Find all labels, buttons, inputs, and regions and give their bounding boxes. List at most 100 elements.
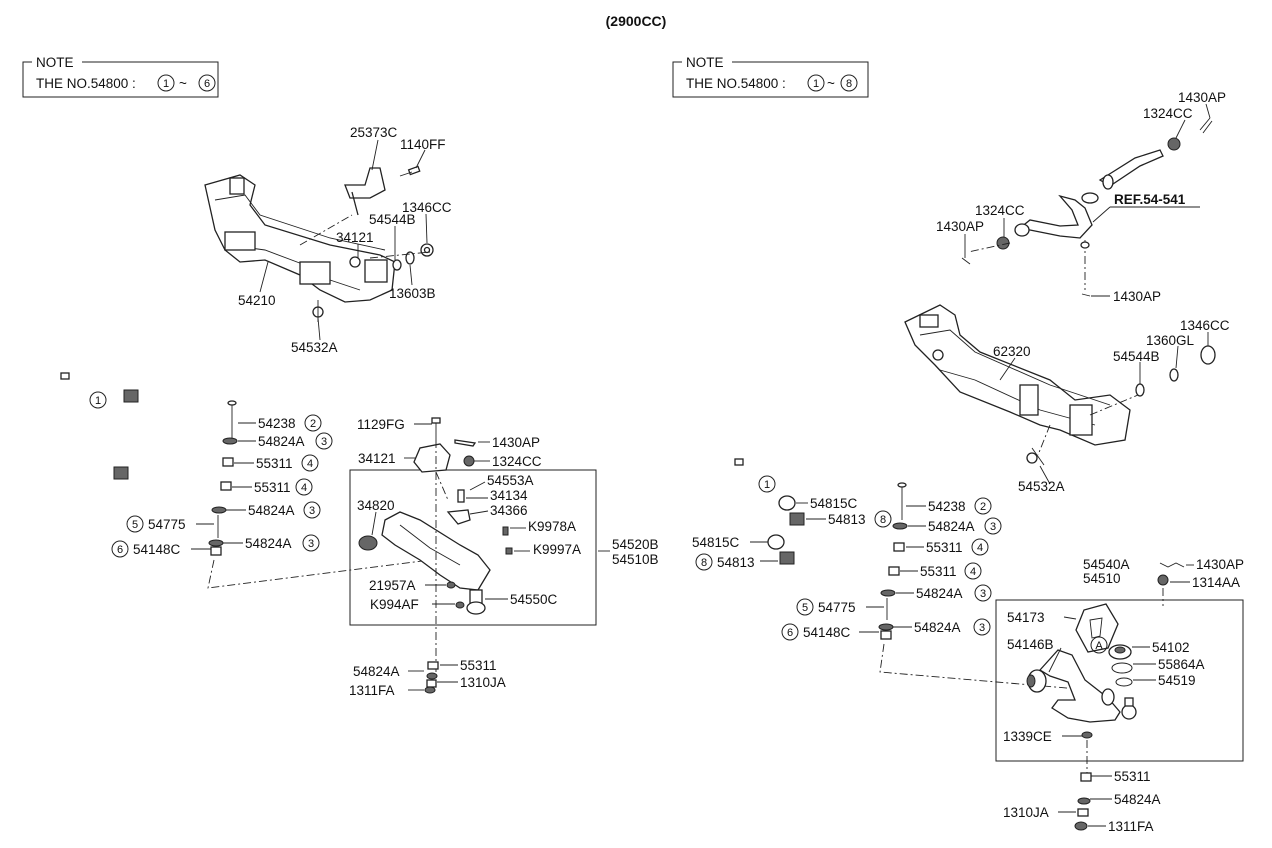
label-54824A-right-a: 54824A [928, 519, 975, 534]
right-crossmember-leaders [999, 332, 1209, 485]
label-1430AP-right-d: 1430AP [1196, 557, 1244, 572]
label-K994AF: K994AF [370, 597, 419, 612]
right-note-to: 8 [846, 78, 852, 90]
label-55311-right-a: 55311 [926, 540, 963, 555]
label-1311FA-left: 1311FA [349, 683, 395, 698]
label-55311-left-2: 55311 [254, 480, 291, 495]
label-1346CC-left: 1346CC [402, 200, 452, 215]
label-1314AA: 1314AA [1192, 575, 1240, 590]
left-lower-arm-labels: 1129FG 1430AP 34121 1324CC 54553A 34134 … [349, 417, 659, 698]
label-54238-left: 54238 [258, 416, 296, 431]
label-1140FF: 1140FF [400, 137, 446, 152]
label-34134: 34134 [490, 488, 528, 503]
label-55311-left-1: 55311 [256, 456, 293, 471]
label-K9978A: K9978A [528, 519, 576, 534]
right-crossmember-labels: 62320 1346CC 1360GL 54544B 54532A [993, 318, 1230, 494]
label-54824A-right-c: 54824A [914, 620, 961, 635]
left-stabilizer-labels: 54238 2 54824A 3 55311 4 55311 4 54824A … [111, 414, 333, 558]
right-circled-3b: 3 [980, 588, 986, 600]
right-crossmember-drawing [904, 304, 1216, 466]
label-54520B: 54520B [612, 537, 659, 552]
label-54540A: 54540A [1083, 557, 1130, 572]
left-circled-6: 6 [117, 544, 123, 556]
left-circled-4b: 4 [301, 482, 307, 494]
left-circled-3b: 3 [309, 505, 315, 517]
label-54824A-left-3: 54824A [245, 536, 292, 551]
label-54102: 54102 [1152, 640, 1190, 655]
left-circled-1: 1 [95, 395, 101, 407]
label-54550C: 54550C [510, 592, 558, 607]
left-crossmember-drawing [204, 165, 434, 322]
right-lower-arm-drawing: A [995, 562, 1244, 831]
label-34121-bottom: 34121 [358, 451, 396, 466]
label-62320: 62320 [993, 344, 1031, 359]
right-note-box: NOTE THE NO.54800 : 1 ~ 8 [672, 55, 869, 98]
left-stabilizer-drawing: 1 [60, 372, 471, 589]
left-circled-4a: 4 [307, 458, 313, 470]
label-1430AP-right-b: 1430AP [936, 219, 984, 234]
label-54815C-right-a: 54815C [810, 496, 858, 511]
label-54553A: 54553A [487, 473, 534, 488]
right-circled-8b: 8 [701, 557, 707, 569]
label-54519: 54519 [1158, 673, 1196, 688]
left-crossmember-labels: 25373C 1140FF 1346CC 54544B 34121 13603B… [238, 125, 452, 355]
right-stabilizer-labels: 54815C 54238 2 54813 8 54824A 3 54815C 5… [692, 496, 1002, 641]
right-stabilizer-drawing: 1 [734, 458, 1091, 691]
label-1310JA-left: 1310JA [460, 675, 506, 690]
label-34366: 34366 [490, 503, 528, 518]
label-55311-right-b: 55311 [920, 564, 957, 579]
label-54510B: 54510B [612, 552, 659, 567]
label-25373C: 25373C [350, 125, 398, 140]
left-circled-3a: 3 [321, 436, 327, 448]
left-note-to: 6 [204, 78, 210, 90]
label-1324CC-left: 1324CC [492, 454, 542, 469]
label-1430AP-left: 1430AP [492, 435, 540, 450]
label-54775-right: 54775 [818, 600, 856, 615]
label-1430AP-right-c: 1430AP [1113, 289, 1161, 304]
label-1360GL: 1360GL [1146, 333, 1195, 348]
label-1310JA-right: 1310JA [1003, 805, 1049, 820]
left-note-tilde: ~ [179, 76, 187, 91]
left-lower-arm-leaders [371, 423, 610, 691]
label-54544B-left: 54544B [369, 212, 416, 227]
label-34820: 34820 [357, 498, 395, 513]
label-1346CC-right: 1346CC [1180, 318, 1230, 333]
label-54532A-right: 54532A [1018, 479, 1065, 494]
right-circled-6: 6 [787, 627, 793, 639]
label-55864A: 55864A [1158, 657, 1205, 672]
right-circled-2: 2 [980, 501, 986, 513]
left-note-from: 1 [163, 78, 169, 90]
label-54532A-left: 54532A [291, 340, 338, 355]
right-note-heading: NOTE [686, 55, 724, 70]
right-lower-arm-leaders [1048, 564, 1194, 827]
right-circled-3a: 3 [990, 521, 996, 533]
label-1324CC-right-b: 1324CC [975, 203, 1025, 218]
label-54510: 54510 [1083, 571, 1121, 586]
right-circled-5: 5 [802, 602, 808, 614]
right-circled-1: 1 [764, 479, 770, 491]
label-21957A: 21957A [369, 578, 416, 593]
label-54824A-left-2: 54824A [248, 503, 295, 518]
right-note-text: THE NO.54800 : [686, 76, 786, 91]
right-note-from: 1 [813, 78, 819, 90]
left-lower-arm-drawing [349, 417, 597, 694]
label-54148C-left: 54148C [133, 542, 181, 557]
diagram-title: (2900CC) [606, 13, 667, 29]
right-circled-4a: 4 [977, 542, 983, 554]
label-1430AP-right-a: 1430AP [1178, 90, 1226, 105]
label-54824A-right-d: 54824A [1114, 792, 1161, 807]
right-circled-3c: 3 [979, 622, 985, 634]
right-lower-arm-labels: 54540A 54510 1430AP 1314AA 54173 54146B … [1003, 557, 1244, 834]
right-stabilizer-leaders [750, 502, 926, 633]
left-note-heading: NOTE [36, 55, 74, 70]
right-upper-arm-labels: 1430AP 1324CC REF.54-541 1324CC 1430AP 1… [936, 90, 1226, 304]
label-13603B: 13603B [389, 286, 436, 301]
label-54815C-right-b: 54815C [692, 535, 740, 550]
left-circled-5: 5 [132, 519, 138, 531]
left-note-box: NOTE THE NO.54800 : 1 ~ 6 [22, 55, 219, 98]
label-54544B-right: 54544B [1113, 349, 1160, 364]
label-55311-left-3: 55311 [460, 658, 497, 673]
label-54813-right-b: 54813 [717, 555, 755, 570]
marker-a: A [1095, 640, 1103, 652]
